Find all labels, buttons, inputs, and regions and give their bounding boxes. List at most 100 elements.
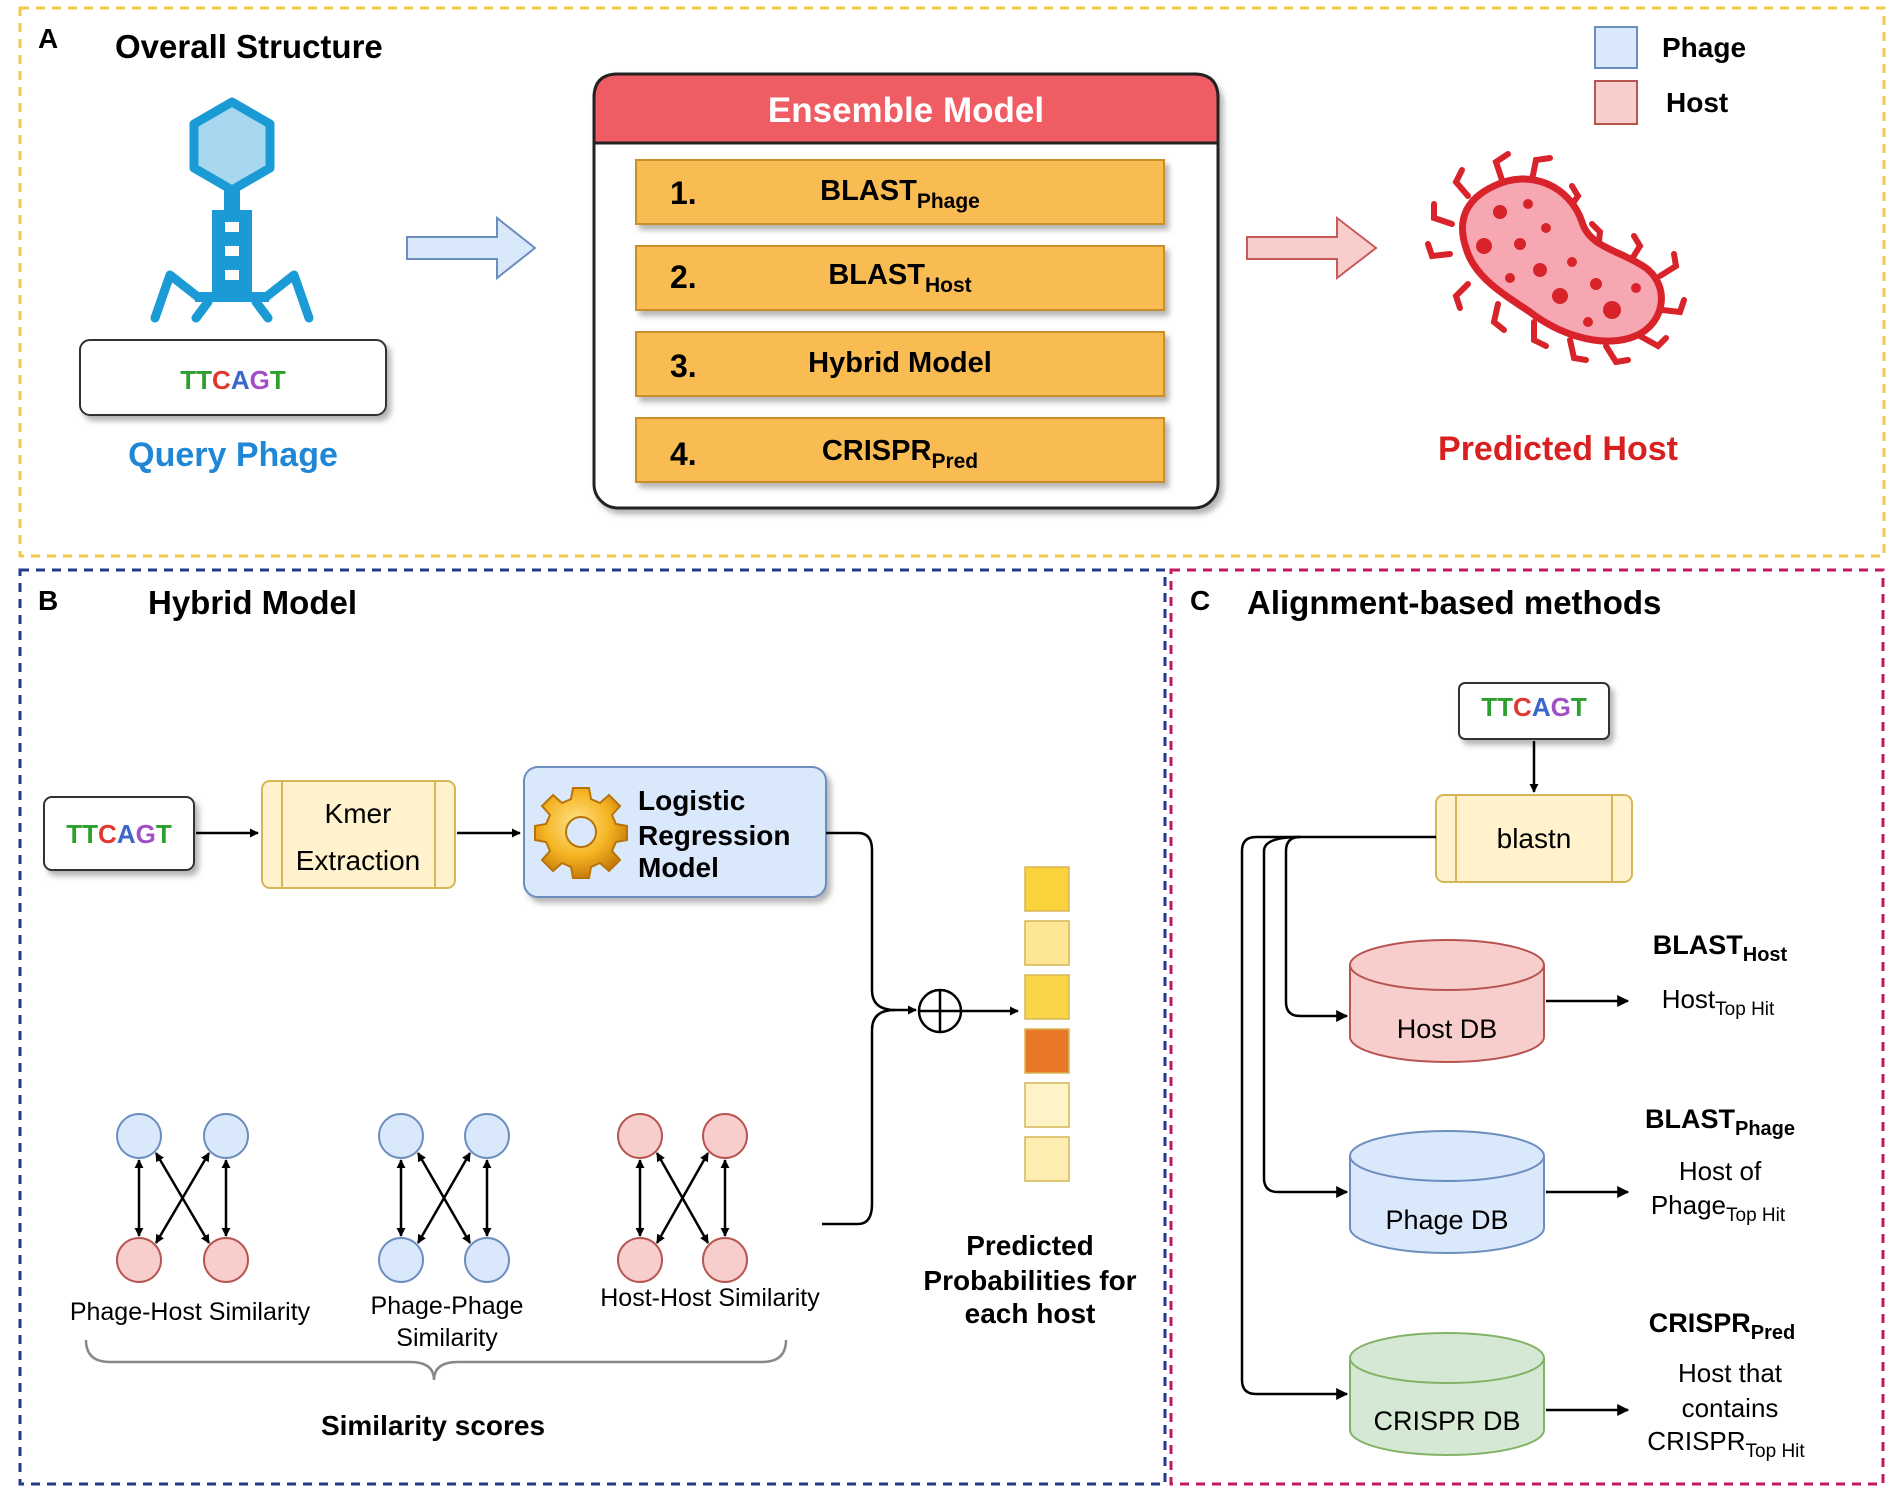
branch-to-phage-db — [1262, 835, 1349, 1198]
phage-db: Phage DB — [1349, 1130, 1545, 1254]
alignment-sequence-text: TTCAGT — [1481, 692, 1587, 722]
logistic-label-3: Model — [638, 852, 719, 883]
ensemble-item-number: 3. — [670, 348, 697, 384]
legend-phage-label: Phage — [1662, 32, 1746, 63]
phage-result-label-1: Host of — [1679, 1156, 1762, 1186]
host-method-label: BLASTHost — [1653, 930, 1788, 966]
ensemble-item-label: CRISPRPred — [822, 435, 978, 473]
logistic-regression-box: Logistic Regression Model — [523, 766, 827, 898]
gear-icon — [534, 787, 628, 879]
blastn-box: blastn — [1435, 794, 1633, 883]
sequence-base: G — [1551, 692, 1571, 722]
ensemble-item-number: 4. — [670, 436, 697, 472]
logistic-label-1: Logistic — [638, 785, 745, 816]
hybrid-sequence-box — [43, 796, 195, 871]
crispr-db-label: CRISPR DB — [1373, 1406, 1520, 1436]
connector-similarity-to-sum — [822, 1008, 896, 1226]
similarity-label-host-host: Host-Host Similarity — [600, 1284, 820, 1312]
host-host-graph-node — [617, 1113, 663, 1159]
panel-a-letter: A — [38, 23, 58, 54]
host-db-label: Host DB — [1397, 1014, 1498, 1044]
legend-phage-swatch — [1594, 26, 1638, 69]
panel-b-letter: B — [38, 585, 58, 616]
crispr-db: CRISPR DB — [1349, 1332, 1545, 1456]
panel-b-border — [18, 568, 1167, 1486]
ensemble-item-2: 2. BLASTHost — [635, 245, 1165, 311]
phage-method-label: BLASTPhage — [1645, 1104, 1795, 1140]
logistic-label-2: Regression — [638, 820, 791, 851]
host-db: Host DB — [1349, 939, 1545, 1063]
similarity-scores-label: Similarity scores — [321, 1410, 545, 1441]
ensemble-item-label: BLASTPhage — [820, 175, 980, 213]
phage-icon — [150, 97, 314, 323]
host-host-graph-edge — [655, 1152, 710, 1244]
bacterium-icon — [1425, 151, 1687, 366]
legend: Phage Host — [1594, 26, 1746, 125]
predicted-host-label: Predicted Host — [1438, 430, 1678, 468]
phage-phage-graph-node — [378, 1237, 424, 1283]
host-result-label: HostTop Hit — [1662, 984, 1775, 1020]
ensemble-item-4: 4. CRISPRPred — [635, 417, 1165, 483]
phage-result-label-2: PhageTop Hit — [1651, 1190, 1786, 1226]
query-sequence-box — [79, 339, 387, 416]
sequence-base: C — [212, 365, 231, 395]
crispr-method-label: CRISPRPred — [1649, 1308, 1795, 1344]
prob-label-1: Predicted — [966, 1230, 1094, 1261]
phage-host-graph-node — [203, 1113, 249, 1159]
similarity-label-phage-phage-2: Similarity — [396, 1324, 498, 1352]
panel-c-letter: C — [1190, 585, 1210, 616]
ensemble-model-title: Ensemble Model — [768, 91, 1044, 130]
ensemble-item-number: 2. — [670, 259, 697, 295]
sequence-base: T — [1497, 692, 1513, 722]
panel-c-border — [1169, 568, 1885, 1486]
probability-cell — [1024, 866, 1070, 912]
panel-a-border — [18, 6, 1886, 558]
probability-bar — [1024, 866, 1070, 1182]
kmer-extraction-box: Kmer Extraction — [261, 780, 456, 889]
similarity-label-phage-host: Phage-Host Similarity — [70, 1298, 311, 1326]
legend-host-swatch — [1594, 80, 1638, 125]
probability-cell — [1024, 1136, 1070, 1182]
phage-phage-graph-node — [464, 1237, 510, 1283]
sum-operator — [917, 988, 963, 1034]
sequence-base: T — [270, 365, 286, 395]
sequence-base: G — [136, 819, 156, 849]
legend-host-label: Host — [1666, 87, 1728, 118]
similarity-graphs — [116, 1113, 748, 1283]
prob-label-3: each host — [965, 1298, 1096, 1329]
sequence-base: T — [66, 819, 82, 849]
sequence-base: T — [180, 365, 196, 395]
phage-host-graph-node — [116, 1237, 162, 1283]
probability-cell — [1024, 920, 1070, 966]
probability-cell — [1024, 974, 1070, 1020]
sequence-base: T — [156, 819, 172, 849]
sequence-base: T — [196, 365, 212, 395]
sequence-base: A — [117, 819, 136, 849]
phage-phage-graph-node — [464, 1113, 510, 1159]
host-host-graph-node — [702, 1237, 748, 1283]
crispr-result-label-3: CRISPRTop Hit — [1647, 1426, 1805, 1462]
ensemble-item-3: 3. Hybrid Model — [635, 331, 1165, 397]
sequence-base: C — [1513, 692, 1532, 722]
sequence-base: T — [1571, 692, 1587, 722]
output-arrow — [1246, 215, 1378, 281]
similarity-label-phage-phage-1: Phage-Phage — [371, 1292, 524, 1320]
kmer-label-2: Extraction — [296, 845, 421, 876]
panel-b-title: Hybrid Model — [148, 584, 357, 621]
input-arrow — [406, 215, 537, 281]
host-host-graph-node — [702, 1113, 748, 1159]
alignment-sequence-box — [1458, 682, 1610, 740]
phage-host-graph-edge — [154, 1152, 211, 1244]
blastn-label: blastn — [1497, 823, 1572, 854]
similarity-brace — [84, 1339, 788, 1381]
sequence-base: C — [98, 819, 117, 849]
ensemble-item-number: 1. — [670, 175, 697, 211]
connector-logistic-to-sum — [826, 831, 917, 1015]
query-phage-label: Query Phage — [128, 436, 338, 474]
probability-cell — [1024, 1082, 1070, 1128]
query-sequence-text: TTCAGT — [180, 365, 286, 395]
host-host-graph-node — [617, 1237, 663, 1283]
probability-cell — [1024, 1028, 1070, 1074]
ensemble-model-header — [592, 72, 1220, 145]
sequence-base: A — [231, 365, 250, 395]
